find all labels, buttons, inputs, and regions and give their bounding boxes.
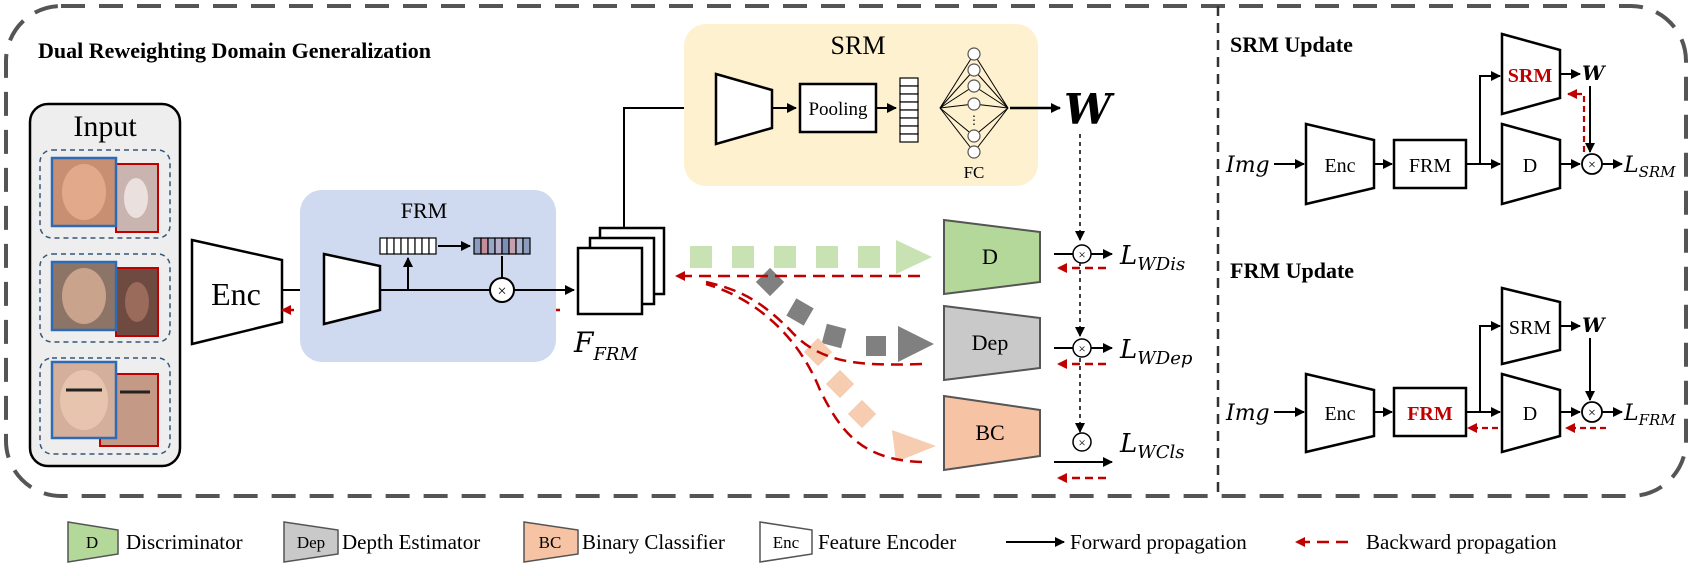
- svg-text:Forward propagation: Forward propagation: [1070, 530, 1247, 554]
- frm-update-d: D: [1523, 403, 1537, 425]
- frm-update-img: Img: [1225, 401, 1270, 426]
- frm-panel-label: FRM: [401, 198, 447, 223]
- fc-layer: ⋮: [939, 47, 1009, 159]
- svg-text:×: ×: [1078, 247, 1085, 262]
- legend-item-encoder: Enc Feature Encoder: [759, 521, 956, 563]
- backward-bc: [705, 282, 923, 464]
- svg-text:LWDis: LWDis: [1119, 241, 1185, 275]
- legend-item-discriminator: D Discriminator: [67, 521, 243, 563]
- head-d-label: D: [982, 244, 998, 269]
- frm-update-srm: SRM: [1509, 317, 1551, 339]
- attention-vector-plain: [379, 237, 437, 255]
- srm-update-enc: Enc: [1324, 155, 1355, 177]
- srm-update-img: Img: [1225, 153, 1270, 178]
- frm-update-title: FRM Update: [1230, 258, 1354, 283]
- svg-text:LWCls: LWCls: [1119, 429, 1185, 463]
- svg-text:LSRM: LSRM: [1623, 153, 1676, 181]
- srm-panel-label: SRM: [831, 31, 886, 60]
- face-pair-1: [39, 149, 171, 239]
- frm-update-w: W: [1582, 313, 1607, 337]
- head-discriminator: D: [943, 218, 1041, 296]
- input-label: Input: [73, 110, 137, 143]
- input-panel: Input: [28, 102, 182, 468]
- svg-text:×: ×: [497, 283, 506, 300]
- face-pair-3: [39, 357, 171, 455]
- svg-text:×: ×: [1588, 406, 1596, 421]
- arrow-feature-to-srm: [623, 103, 707, 228]
- legend-item-forward: Forward propagation: [1006, 530, 1247, 554]
- loss-wcls: × LWCls: [1054, 429, 1185, 483]
- svg-text:⋮: ⋮: [968, 113, 980, 127]
- head-dep-label: Dep: [972, 330, 1009, 355]
- pooling-label: Pooling: [808, 99, 868, 120]
- svg-text:Dep: Dep: [297, 533, 325, 552]
- head-bc-label: BC: [975, 420, 1004, 445]
- head-depth: Dep: [943, 304, 1041, 382]
- frm-update-section: FRM Update Img Enc FRM SRM W D × LFRM: [1225, 258, 1676, 454]
- legend: D Discriminator Dep Depth Estimator BC B…: [67, 521, 1557, 563]
- legend-item-backward: Backward propagation: [1295, 530, 1557, 554]
- loss-wdep: × LWDep: [1054, 335, 1193, 369]
- flow-to-dep: [755, 267, 934, 362]
- srm-update-title: SRM Update: [1230, 32, 1353, 57]
- legend-item-binary-classifier: BC Binary Classifier: [523, 521, 725, 563]
- face-pair-2: [39, 253, 171, 343]
- srm-panel: SRM Pooling ⋮ FC: [684, 24, 1038, 186]
- svg-text:Feature Encoder: Feature Encoder: [818, 530, 956, 554]
- svg-text:LWDep: LWDep: [1119, 335, 1193, 369]
- fc-label: FC: [964, 163, 985, 182]
- encoder-label: Enc: [211, 276, 261, 312]
- head-binary-classifier: BC: [943, 394, 1041, 472]
- attention-vector-colored: [473, 237, 531, 255]
- srm-update-section: SRM Update Img Enc FRM SRM W D × LSRM: [1225, 32, 1676, 206]
- svg-text:BC: BC: [539, 533, 562, 552]
- svg-text:LFRM: LFRM: [1623, 401, 1676, 429]
- flow-to-d: [690, 240, 932, 274]
- srm-update-frm: FRM: [1409, 155, 1451, 177]
- weight-label: W: [1064, 85, 1115, 134]
- legend-item-depth: Dep Depth Estimator: [283, 521, 480, 563]
- srm-update-d: D: [1523, 155, 1537, 177]
- svg-text:Discriminator: Discriminator: [126, 530, 243, 554]
- loss-wdis: × LWDis: [1054, 241, 1185, 275]
- pooled-vector: [899, 77, 919, 143]
- svg-text:×: ×: [1078, 341, 1085, 356]
- svg-text:Binary Classifier: Binary Classifier: [582, 530, 725, 554]
- frm-panel: FRM ×: [300, 190, 556, 362]
- svg-text:D: D: [86, 533, 98, 552]
- srm-update-srm: SRM: [1508, 65, 1553, 87]
- feature-label: FFRM: [573, 326, 638, 365]
- svg-text:×: ×: [1588, 158, 1596, 173]
- svg-text:Backward propagation: Backward propagation: [1366, 530, 1557, 554]
- svg-text:×: ×: [1078, 435, 1085, 450]
- backward-dep: [705, 280, 923, 366]
- svg-text:Enc: Enc: [773, 533, 800, 552]
- diagram-title: Dual Reweighting Domain Generalization: [38, 38, 431, 63]
- svg-text:Depth Estimator: Depth Estimator: [342, 530, 480, 554]
- outer-frame: [4, 4, 1688, 498]
- flow-to-bc: [803, 337, 936, 462]
- encoder-block: Enc: [190, 238, 284, 346]
- frm-update-enc: Enc: [1324, 403, 1355, 425]
- frm-update-frm: FRM: [1407, 403, 1453, 425]
- srm-update-w: W: [1582, 61, 1607, 85]
- feature-maps: [576, 226, 666, 316]
